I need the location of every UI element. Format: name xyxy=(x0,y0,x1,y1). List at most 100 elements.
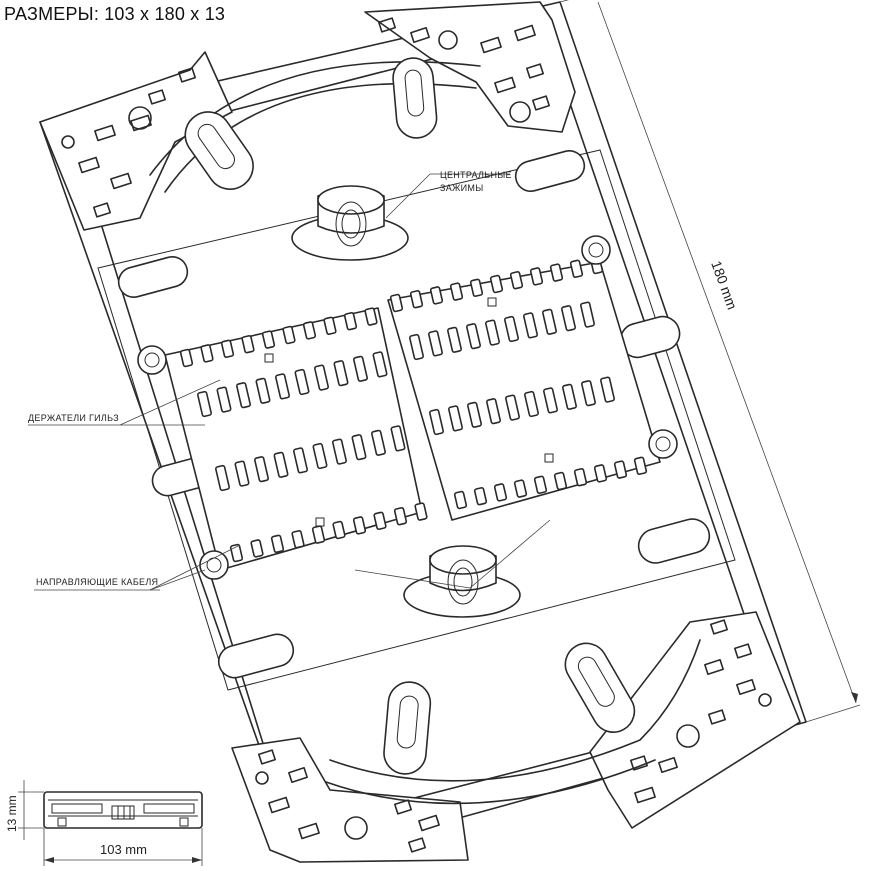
holder-slot xyxy=(261,330,276,349)
holder-slot xyxy=(250,539,264,558)
holder-slot xyxy=(200,344,214,363)
bottom-left-plate xyxy=(231,737,469,863)
holder-slot xyxy=(371,429,386,456)
holder-slot xyxy=(485,319,500,346)
holder-slot xyxy=(373,511,387,531)
holder-slot xyxy=(449,282,464,301)
holder-slot xyxy=(215,464,230,492)
holder-slot xyxy=(467,401,482,428)
holder-slot xyxy=(323,316,337,336)
holder-slot xyxy=(293,447,308,474)
upper-clamp xyxy=(291,185,409,261)
holder-slot xyxy=(414,502,428,521)
holder-slot xyxy=(234,460,250,487)
holder-slot xyxy=(524,390,539,418)
holder-slot xyxy=(613,460,628,479)
holder-slot xyxy=(216,386,232,413)
holder-slot xyxy=(549,263,564,282)
holder-slot xyxy=(241,334,255,354)
holder-slot xyxy=(429,408,444,436)
sleeve-holders-label: ДЕРЖАТЕЛИ ГИЛЬЗ xyxy=(28,413,119,423)
bottom-right-plate xyxy=(589,611,801,829)
side-view-drawing: 13 mm 103 mm xyxy=(5,780,203,866)
holder-slot xyxy=(179,348,194,368)
holder-slot xyxy=(333,360,349,387)
holder-slot xyxy=(273,451,289,478)
holder-slot xyxy=(600,376,615,403)
central-clamps-label-1: ЦЕНТРАЛЬНЫЕ xyxy=(440,170,512,180)
holder-slot xyxy=(469,278,484,298)
holder-slot xyxy=(364,307,378,326)
holder-slot xyxy=(529,267,544,286)
side-guides xyxy=(117,150,711,679)
holder-slot xyxy=(332,438,347,465)
holder-slot xyxy=(429,286,444,305)
holder-slot xyxy=(291,529,305,549)
top-left-plate xyxy=(39,51,233,231)
holder-slot xyxy=(282,325,296,345)
holder-slot xyxy=(332,520,346,540)
central-clamps-label-2: ЗАЖИМЫ xyxy=(440,183,483,193)
height-label: 13 mm xyxy=(5,795,19,832)
holder-slot xyxy=(294,368,310,396)
holder-slot xyxy=(562,383,577,410)
holder-slot xyxy=(270,534,285,554)
holder-slot xyxy=(504,315,519,343)
holder-slot xyxy=(389,293,404,313)
holder-slot xyxy=(314,364,329,391)
top-right-plate xyxy=(364,1,576,133)
holder-slot xyxy=(543,387,558,414)
central-clamps xyxy=(291,185,521,618)
holder-slot xyxy=(561,305,576,332)
holder-slot xyxy=(633,456,648,476)
holder-slot xyxy=(486,398,501,425)
holder-slot xyxy=(409,333,424,361)
holder-slot xyxy=(553,471,568,491)
holder-slot xyxy=(220,339,235,359)
length-label: 180 mm xyxy=(708,259,740,312)
holder-slot xyxy=(254,456,269,483)
dimensions-title: РАЗМЕРЫ: 103 x 180 x 13 xyxy=(4,4,226,24)
holder-slot xyxy=(505,394,520,421)
holder-slot xyxy=(275,373,290,400)
retaining-tabs xyxy=(184,57,636,775)
holder-slot xyxy=(311,525,326,544)
holder-slot xyxy=(197,390,212,418)
holder-slot xyxy=(447,326,462,353)
holder-slot xyxy=(569,259,584,279)
width-label: 103 mm xyxy=(100,842,147,857)
holder-slot xyxy=(393,506,408,526)
holder-slot xyxy=(255,377,271,404)
sleeve-holders xyxy=(164,255,661,571)
holder-slot xyxy=(372,351,388,378)
holder-slot xyxy=(509,270,524,290)
lower-clamp xyxy=(403,545,521,618)
holder-slot xyxy=(513,479,528,498)
holder-slot xyxy=(312,442,328,470)
holder-slot xyxy=(523,312,538,339)
holder-slot xyxy=(493,483,508,502)
corner-posts xyxy=(137,235,678,580)
annotations: ЦЕНТРАЛЬНЫЕ ЗАЖИМЫ ДЕРЖАТЕЛИ ГИЛЬЗ НАПРА… xyxy=(28,170,551,591)
holder-slot xyxy=(593,464,608,483)
cable-guides-label: НАПРАВЛЯЮЩИЕ КАБЕЛЯ xyxy=(36,577,158,587)
holder-slot xyxy=(542,308,557,335)
holder-slot xyxy=(489,274,504,294)
holder-slot xyxy=(343,311,358,331)
holder-slot xyxy=(473,486,488,506)
holder-slot xyxy=(352,516,367,535)
holder-slot xyxy=(302,321,317,340)
holder-slot xyxy=(533,475,548,495)
holder-slot xyxy=(466,323,481,350)
holder-slot xyxy=(453,490,468,510)
holder-slot xyxy=(448,405,463,432)
holder-slot xyxy=(351,434,367,461)
holder-slot xyxy=(580,301,595,328)
holder-slot xyxy=(229,543,244,563)
holder-slot xyxy=(581,380,596,407)
holder-slot xyxy=(353,355,368,382)
holder-slot xyxy=(573,467,588,487)
holder-slot xyxy=(428,330,443,357)
holder-slot xyxy=(409,289,424,309)
